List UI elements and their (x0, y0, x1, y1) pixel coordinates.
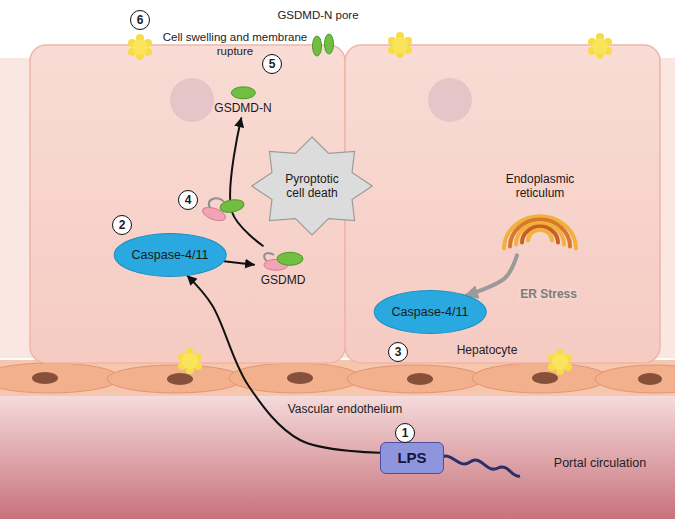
flow-arrow (224, 261, 254, 264)
use-part (128, 34, 152, 60)
flow-arrow (467, 255, 517, 295)
path-part (522, 226, 558, 242)
ellipse-part (0, 363, 120, 393)
ellipse-part (638, 373, 662, 385)
figure-label: GSDMD-N pore (277, 9, 358, 23)
ellipse-part (32, 372, 58, 384)
figure-label: Cell swelling and membrane rupture (155, 31, 315, 59)
flow-arrow (188, 276, 380, 453)
node-text: GSDMD-N (214, 101, 271, 115)
callout-number: 3 (388, 342, 408, 362)
node-text: LPS (397, 449, 426, 467)
endothelial-nuclei (32, 372, 662, 385)
star-shape (252, 137, 372, 235)
ellipse-part (229, 363, 361, 393)
lps-box: LPS (380, 442, 444, 474)
er-stack (504, 216, 576, 248)
path-part (516, 223, 564, 245)
ellipse-part (472, 363, 608, 393)
endothelial-cells (0, 363, 675, 393)
gsdmd-n-shape (231, 87, 255, 99)
edge-label: ER Stress (518, 287, 579, 301)
node-text: Pyroptotic cell death (276, 172, 348, 201)
callout-number: 6 (130, 10, 150, 30)
path-part (528, 230, 552, 241)
node-text: Caspase-4/11 (132, 248, 209, 263)
portal-blood (0, 392, 675, 519)
use-part (178, 348, 202, 374)
use-part (388, 32, 412, 58)
ellipse-part (325, 34, 334, 54)
er-organelle: Endoplasmic reticulum (486, 169, 594, 256)
cleaved-gsdmd (201, 198, 245, 223)
gsdmd-protein: GSDMD (254, 246, 312, 290)
gsdmd-n-pore (313, 34, 334, 56)
er-icon (500, 202, 580, 252)
use-part (548, 349, 572, 375)
callout-number: 5 (262, 54, 282, 74)
ellipse-part (277, 252, 303, 265)
hepatocyte-cell (345, 45, 660, 363)
ellipse-part (313, 36, 322, 56)
ellipse-part (595, 365, 675, 393)
gsdmd-n-fragment: GSDMD-N (210, 82, 275, 118)
cell-nucleus (170, 78, 214, 122)
callout-number: 2 (112, 215, 132, 235)
ellipse-part (219, 198, 245, 214)
callout-number: 4 (178, 190, 198, 210)
figure-label: Portal circulation (554, 456, 646, 471)
caspase-ellipse: Caspase-4/11 (114, 233, 227, 277)
node-text: Endoplasmic reticulum (490, 172, 590, 201)
path-part (504, 216, 576, 248)
node-text: Caspase-4/11 (392, 305, 469, 320)
ellipse-part (107, 365, 243, 393)
ellipse-part (167, 373, 193, 385)
caspase-ellipse: Caspase-4/11 (374, 290, 487, 334)
gsdmd-shape (264, 252, 303, 270)
use-part (588, 33, 612, 59)
ellipse-part (532, 372, 558, 384)
ellipse-part (407, 373, 433, 385)
cell-nucleus (428, 78, 472, 122)
pyroptosis-star: Pyroptotic cell death (251, 136, 373, 236)
ellipse-part (347, 365, 483, 393)
ellipse-part (287, 372, 313, 384)
lps-tail (440, 456, 520, 476)
protein-icon (258, 249, 308, 273)
node-text: GSDMD (261, 273, 306, 287)
protein-icon (228, 85, 258, 101)
callout-number: 1 (395, 423, 415, 443)
path-part (510, 219, 570, 246)
membrane-pores (128, 32, 612, 375)
figure-label: Hepatocyte (457, 343, 518, 357)
figure-label: Vascular endothelium (288, 402, 403, 416)
